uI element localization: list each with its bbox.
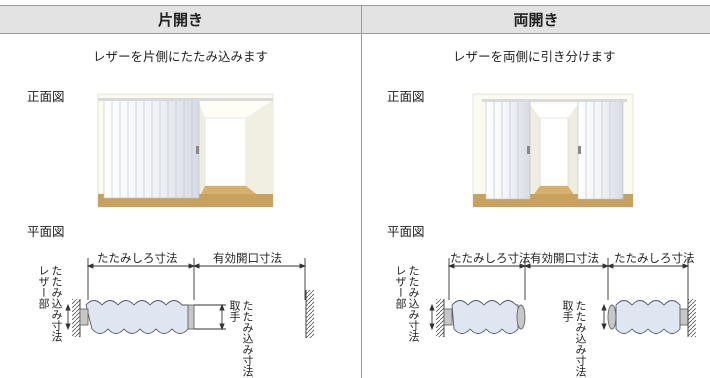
double-open-subtitle: レザーを両側に引き分けます	[453, 49, 616, 64]
single-fold-allowance-label: たたみしろ寸法	[97, 251, 178, 265]
single-fold-depth-label: たたみ込み寸法	[50, 265, 63, 342]
double-leather-label: レザー部	[394, 265, 407, 309]
single-effective-opening-label: 有効開口寸法	[213, 251, 282, 265]
single-plan-view	[65, 258, 314, 338]
double-handle-fold-label: たたみ込み寸法	[574, 300, 587, 377]
double-fold-depth-label: たたみ込み寸法	[407, 265, 420, 342]
single-handle-fold-label: たたみ込み寸法	[241, 300, 254, 377]
double-plan-view	[429, 258, 696, 337]
double-fold-allowance-left-label: たたみしろ寸法	[450, 251, 531, 265]
single-plan-view-label: 平面図	[27, 224, 65, 239]
single-front-view	[97, 93, 274, 208]
single-leather-label: レザー部	[37, 265, 50, 309]
double-plan-view-label: 平面図	[387, 224, 425, 239]
double-front-view-label: 正面図	[387, 89, 425, 104]
column-divider	[361, 5, 362, 378]
single-open-header: 片開き	[0, 5, 361, 34]
double-front-view	[472, 93, 634, 208]
double-handle-label: 取手	[561, 300, 574, 322]
single-front-view-label: 正面図	[27, 89, 65, 104]
double-open-header: 両開き	[362, 5, 710, 34]
single-open-subtitle: レザーを片側にたたみ込みます	[93, 49, 269, 64]
single-handle-label: 取手	[228, 300, 241, 322]
double-effective-opening-label: 有効開口寸法	[530, 251, 599, 265]
double-fold-allowance-right-label: たたみしろ寸法	[614, 251, 695, 265]
